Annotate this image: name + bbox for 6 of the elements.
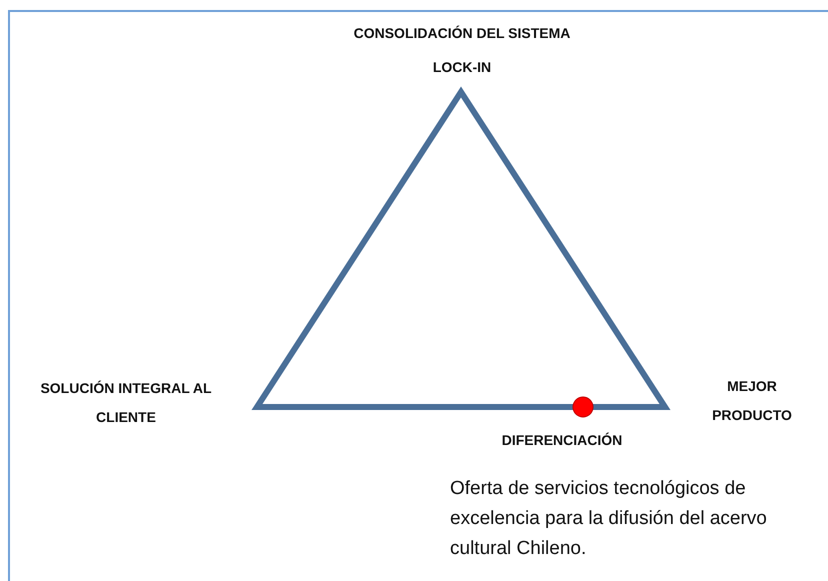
vertex-label: LOCK-IN xyxy=(432,58,492,77)
vertex-label: SOLUCIÓN INTEGRAL AL CLIENTE xyxy=(39,379,213,427)
point-label: DIFERENCIACIÓN xyxy=(500,431,624,450)
vertex-label: MEJOR PRODUCTO xyxy=(711,377,793,425)
description-text: Oferta de servicios tecnológicos de excelencia para la difusión del acervo cultural Chileno. xyxy=(450,477,768,561)
vertex-label: CONSOLIDACIÓN DEL SISTEMA xyxy=(352,24,572,43)
